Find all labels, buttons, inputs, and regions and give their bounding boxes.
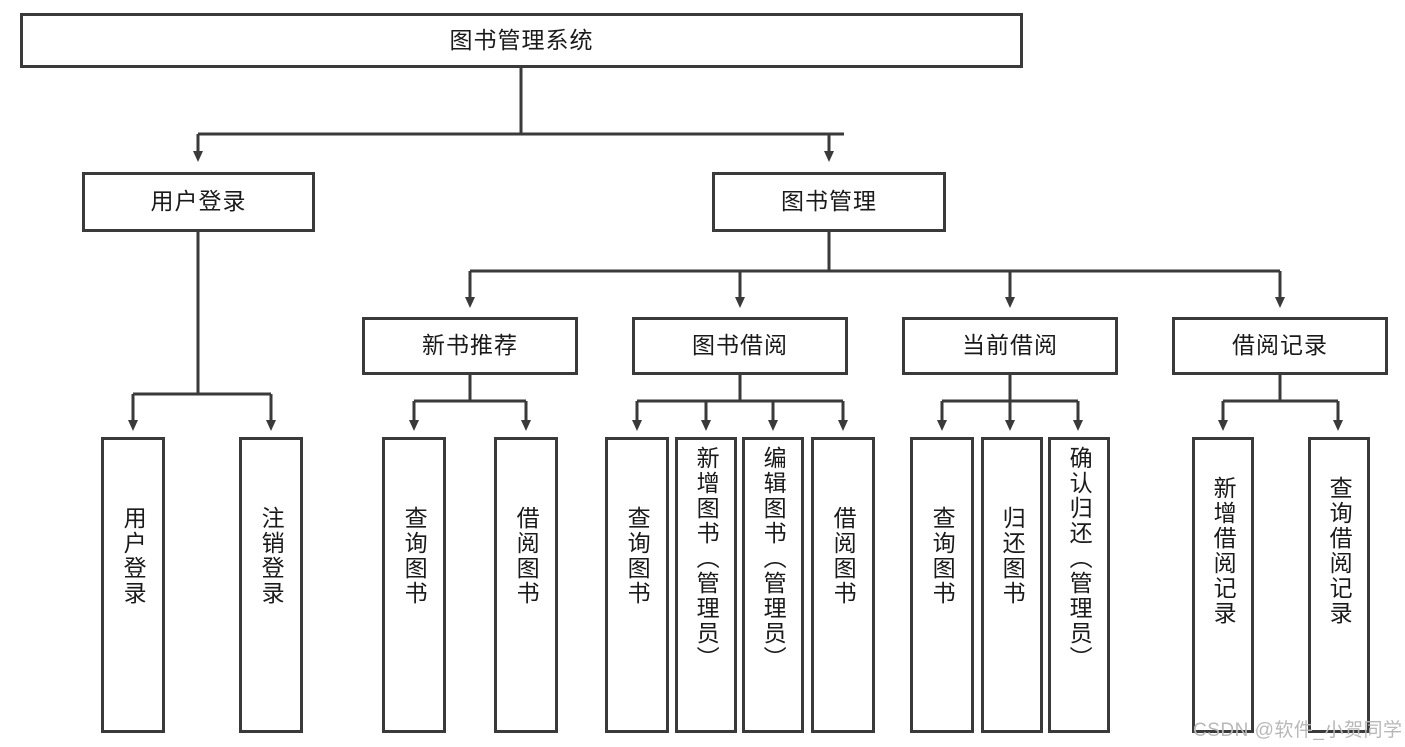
leaf-user-login-logout[interactable]: 注销登录 bbox=[239, 437, 303, 733]
leaf-book-borrow-add[interactable]: 新增图书（管理员） bbox=[675, 437, 737, 733]
leaf-current-borrow-confirm[interactable]: 确认归还（管理员） bbox=[1048, 437, 1110, 733]
node-user-login[interactable]: 用户登录 bbox=[82, 172, 315, 232]
leaf-current-borrow-query[interactable]: 查询图书 bbox=[910, 437, 974, 733]
leaf-label: 编辑图书（管理员） bbox=[760, 446, 787, 671]
node-new-book-recommend[interactable]: 新书推荐 bbox=[362, 317, 578, 375]
leaf-label: 借阅图书 bbox=[830, 506, 857, 606]
node-user-login-label: 用户登录 bbox=[150, 188, 247, 215]
leaf-new-book-query[interactable]: 查询图书 bbox=[382, 437, 446, 733]
node-book-management[interactable]: 图书管理 bbox=[712, 172, 946, 232]
node-borrow-record-label: 借阅记录 bbox=[1232, 332, 1328, 359]
node-current-borrow[interactable]: 当前借阅 bbox=[902, 317, 1118, 375]
csdn-watermark: CSDN @软件_小贺同学 bbox=[1193, 720, 1403, 741]
leaf-user-login-login[interactable]: 用户登录 bbox=[101, 437, 165, 733]
leaf-label: 查询图书 bbox=[401, 506, 428, 606]
leaf-label: 归还图书 bbox=[999, 506, 1026, 606]
node-borrow-record[interactable]: 借阅记录 bbox=[1172, 317, 1388, 375]
leaf-label: 查询借阅记录 bbox=[1326, 476, 1353, 626]
node-book-borrow-label: 图书借阅 bbox=[692, 332, 788, 359]
node-book-management-label: 图书管理 bbox=[781, 188, 877, 215]
leaf-label: 新增借阅记录 bbox=[1210, 476, 1237, 626]
leaf-label: 查询图书 bbox=[624, 506, 651, 606]
leaf-label: 注销登录 bbox=[258, 506, 285, 606]
leaf-new-book-borrow[interactable]: 借阅图书 bbox=[494, 437, 558, 733]
leaf-current-borrow-return[interactable]: 归还图书 bbox=[981, 437, 1043, 733]
leaf-borrow-record-add[interactable]: 新增借阅记录 bbox=[1192, 437, 1254, 733]
leaf-label: 确认归还（管理员） bbox=[1066, 446, 1093, 671]
node-current-borrow-label: 当前借阅 bbox=[962, 332, 1058, 359]
leaf-book-borrow-query[interactable]: 查询图书 bbox=[605, 437, 669, 733]
node-root-label: 图书管理系统 bbox=[449, 26, 594, 53]
leaf-book-borrow-borrow[interactable]: 借阅图书 bbox=[811, 437, 875, 733]
leaf-label: 新增图书（管理员） bbox=[693, 446, 720, 671]
node-root-system[interactable]: 图书管理系统 bbox=[20, 13, 1023, 68]
node-book-borrow[interactable]: 图书借阅 bbox=[632, 317, 848, 375]
leaf-label: 用户登录 bbox=[120, 506, 147, 606]
leaf-label: 查询图书 bbox=[929, 506, 956, 606]
leaf-borrow-record-query[interactable]: 查询借阅记录 bbox=[1308, 437, 1370, 733]
node-new-book-recommend-label: 新书推荐 bbox=[422, 332, 518, 359]
leaf-book-borrow-edit[interactable]: 编辑图书（管理员） bbox=[742, 437, 804, 733]
leaf-label: 借阅图书 bbox=[513, 506, 540, 606]
